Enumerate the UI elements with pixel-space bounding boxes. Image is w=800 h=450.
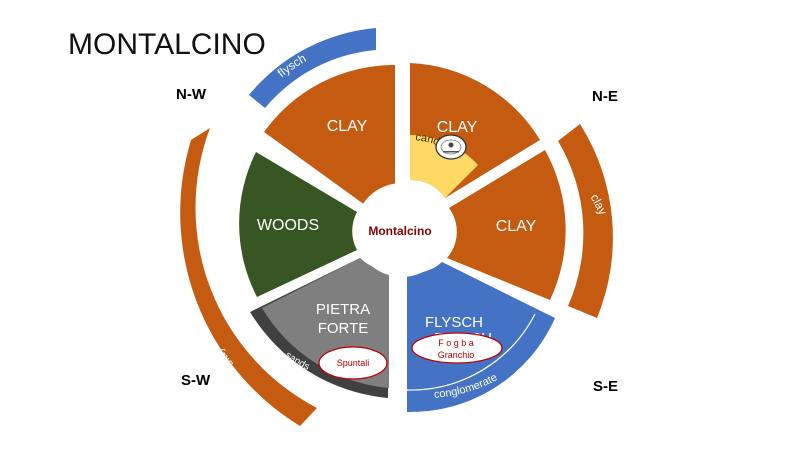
- sector-nw-clay: [264, 64, 395, 205]
- sector-w-woods: [239, 152, 357, 297]
- callout-fogo-line2: Granchio: [438, 350, 475, 360]
- callout-spuntali-text: Spuntali: [337, 358, 370, 368]
- sector-sw-label-line2: FORTE: [318, 320, 369, 337]
- sector-ne-label: CLAY: [437, 119, 478, 136]
- callout-fogo-line1: F o g b a: [438, 338, 474, 348]
- winery-logo-seal: [435, 134, 467, 160]
- direction-label-nw: N-W: [176, 86, 206, 103]
- center-hub: [355, 183, 449, 277]
- outer-band-clay-sw: [180, 128, 317, 426]
- direction-label-se: S-E: [593, 378, 619, 395]
- diagram-title: MONTALCINO: [68, 28, 266, 61]
- sector-se-conglomerate-line: [406, 313, 536, 391]
- callout-fogo-granchio: F o g b a Granchio: [411, 332, 503, 364]
- center-label: Montalcino: [368, 224, 431, 238]
- sector-nw-label: CLAY: [327, 118, 368, 135]
- sector-e-clay: [447, 150, 566, 300]
- direction-label-sw: S-W: [181, 372, 211, 389]
- outer-band-clay-ne: [558, 124, 613, 318]
- sector-sw-label-line1: PIETRA: [316, 301, 370, 318]
- sector-se-label-line1: FLYSCH: [425, 314, 483, 331]
- sector-e-label: CLAY: [496, 218, 537, 235]
- direction-label-ne: N-E: [592, 88, 618, 105]
- outer-band-flysch: [249, 28, 376, 108]
- callout-spuntali: Spuntali: [318, 346, 388, 380]
- sector-w-label: WOODS: [257, 217, 319, 234]
